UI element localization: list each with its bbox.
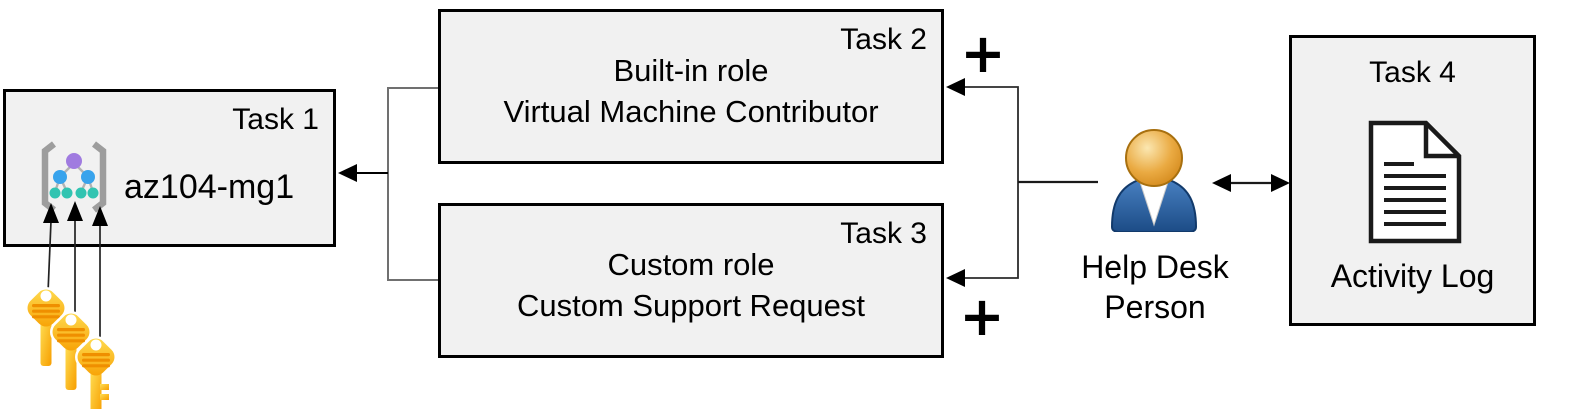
task1-label: Task 1 xyxy=(232,103,319,136)
task4-caption: Activity Log xyxy=(1330,258,1495,294)
task3-box: Task 3 Custom role Custom Support Reques… xyxy=(438,203,944,358)
person-label-line2: Person xyxy=(1104,289,1206,325)
task2-label: Task 2 xyxy=(840,23,927,56)
plus-bottom: + xyxy=(959,285,1005,348)
plus-top: + xyxy=(960,22,1006,85)
person-label-line1: Help Desk xyxy=(1081,249,1229,285)
task2-role-name: Virtual Machine Contributor xyxy=(503,94,879,129)
access-keys-icon xyxy=(25,287,117,409)
key-icon xyxy=(50,311,92,393)
task1-name: az104-mg1 xyxy=(124,168,295,206)
key-icon xyxy=(25,287,67,369)
activity-log-document-icon xyxy=(1368,120,1462,244)
task3-role-type: Custom role xyxy=(607,247,775,282)
management-group-icon xyxy=(41,141,107,213)
help-desk-person-icon xyxy=(1110,129,1198,232)
task4-label: Task 4 xyxy=(1369,56,1456,89)
task2-box: Task 2 Built-in role Virtual Machine Con… xyxy=(438,9,944,164)
task2-role-type: Built-in role xyxy=(613,53,769,88)
task3-label: Task 3 xyxy=(840,217,927,250)
arrow-person-activity-log xyxy=(1212,174,1290,192)
key-icon xyxy=(75,336,117,409)
task1-box: Task 1 az104-mg1 xyxy=(3,89,336,247)
connector-roles-to-task1 xyxy=(338,87,438,281)
task3-role-name: Custom Support Request xyxy=(516,288,866,323)
task4-box: Task 4 Activity Log xyxy=(1289,35,1536,326)
